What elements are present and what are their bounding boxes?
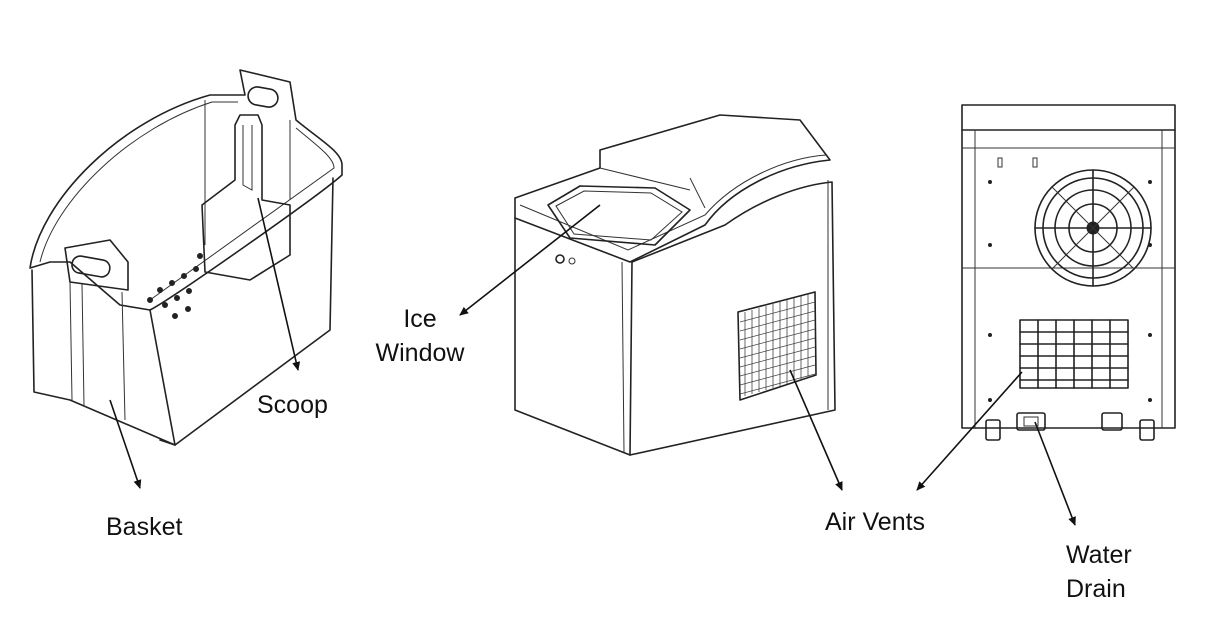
water-drain-port: [1016, 412, 1046, 431]
rear-fan-vent: [1034, 169, 1152, 287]
label-scoop: Scoop: [257, 391, 328, 419]
basket-drawing: [29, 69, 343, 446]
label-water-drain-line-1: Water: [1066, 541, 1132, 569]
ice-maker-front-drawing: [514, 114, 836, 456]
label-water-drain: Water Drain: [1066, 538, 1132, 606]
label-air-vents: Air Vents: [825, 508, 926, 536]
basket-drain-holes: [147, 253, 203, 319]
ice-maker-back-drawing: [961, 104, 1176, 441]
front-air-vent-grille: [737, 291, 817, 401]
label-ice-window-line-1: Ice: [403, 305, 437, 333]
label-ice-window: Ice Window: [375, 302, 465, 370]
callout-arrows: [109, 197, 1076, 526]
label-ice-window-line-2: Window: [375, 339, 465, 367]
label-basket: Basket: [106, 513, 183, 541]
rear-air-vent-grille: [1019, 319, 1129, 389]
label-water-drain-line-2: Drain: [1066, 575, 1126, 603]
scoop-drawing: [201, 114, 291, 281]
